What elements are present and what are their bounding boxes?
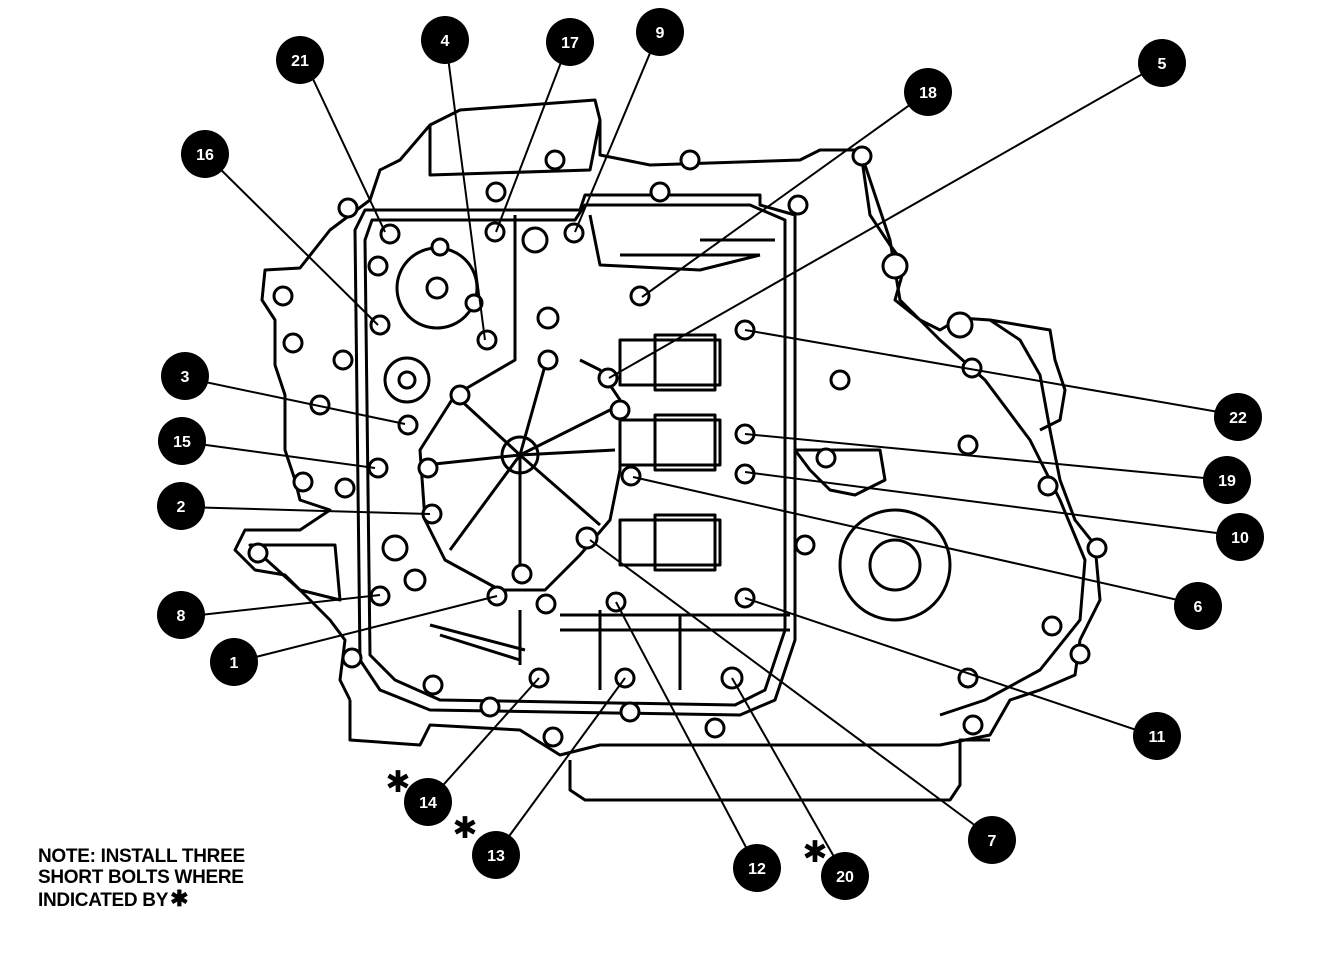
callout-label: 10 [1231,530,1249,547]
callout-circle [1203,456,1251,504]
note-line-3-text: INDICATED BY [38,890,169,911]
note-line-2: SHORT BOLTS WHERE [38,867,244,888]
callout-circle [210,638,258,686]
callout-circle [1216,513,1264,561]
callout-label: 3 [181,369,190,386]
note-line-1: NOTE: INSTALL THREE [38,846,245,867]
callout-label: 16 [196,147,214,164]
callout-19: 19 [1203,456,1251,504]
callout-label: 12 [748,861,766,878]
callout-circle [1174,582,1222,630]
callout-circle [968,816,1016,864]
callout-8: 8 [157,591,205,639]
callout-6: 6 [1174,582,1222,630]
callout-13: 13 [472,831,520,879]
short-bolt-markers: ✱ ✱ ✱ [385,765,827,870]
callout-circle [181,130,229,178]
callout-circle [158,417,206,465]
callout-10: 10 [1216,513,1264,561]
note-line-3: INDICATED BY✱ [38,886,338,912]
callout-11: 11 [1133,712,1181,760]
callout-20: 20 [821,852,869,900]
callout-circle [1133,712,1181,760]
callout-7: 7 [968,816,1016,864]
callout-label: 6 [1194,599,1203,616]
asterisk-icon: ✱ [385,765,410,800]
callout-21: 21 [276,36,324,84]
callout-label: 18 [919,85,937,102]
callout-17: 17 [546,18,594,66]
callout-markers: 21 4 17 9 18 5 16 3 15 2 8 1 22 19 10 6 11 7 14 13 12 20 [157,8,1264,900]
callout-22: 22 [1214,393,1262,441]
callout-circle [404,778,452,826]
callout-circle [636,8,684,56]
callout-9: 9 [636,8,684,56]
callout-circle [157,591,205,639]
leader-lines [181,33,1241,877]
callout-2: 2 [157,482,205,530]
callout-label: 1 [230,655,239,672]
asterisk-icon: ✱ [170,886,189,911]
callout-label: 7 [988,833,997,850]
callout-circle [733,844,781,892]
callout-12: 12 [733,844,781,892]
callout-5: 5 [1138,39,1186,87]
callout-label: 15 [173,434,191,451]
callout-label: 17 [561,35,579,52]
callout-label: 20 [836,869,854,886]
callout-label: 14 [419,795,437,812]
callout-18: 18 [904,68,952,116]
callout-label: 9 [656,25,665,42]
callout-label: 5 [1158,56,1167,73]
callout-label: 13 [487,848,505,865]
callout-circle [157,482,205,530]
callout-circle [821,852,869,900]
asterisk-icon: ✱ [802,835,827,870]
callout-3: 3 [161,352,209,400]
callout-circle [1138,39,1186,87]
callout-circle [904,68,952,116]
callout-label: 4 [441,33,450,50]
callout-label: 22 [1229,410,1247,427]
install-note: NOTE: INSTALL THREE SHORT BOLTS WHERE IN… [38,846,338,911]
callout-1: 1 [210,638,258,686]
callout-label: 21 [291,53,309,70]
callout-14: 14 [404,778,452,826]
callout-circle [421,16,469,64]
asterisk-icon: ✱ [452,811,477,846]
callout-circle [472,831,520,879]
callout-label: 2 [177,499,186,516]
bolt-holes [247,145,1108,748]
callout-16: 16 [181,130,229,178]
callout-4: 4 [421,16,469,64]
callout-circle [546,18,594,66]
callout-15: 15 [158,417,206,465]
callout-label: 8 [177,608,186,625]
callout-circle [276,36,324,84]
callout-label: 19 [1218,473,1236,490]
callout-circle [161,352,209,400]
callout-circle [1214,393,1262,441]
callout-label: 11 [1149,729,1166,746]
